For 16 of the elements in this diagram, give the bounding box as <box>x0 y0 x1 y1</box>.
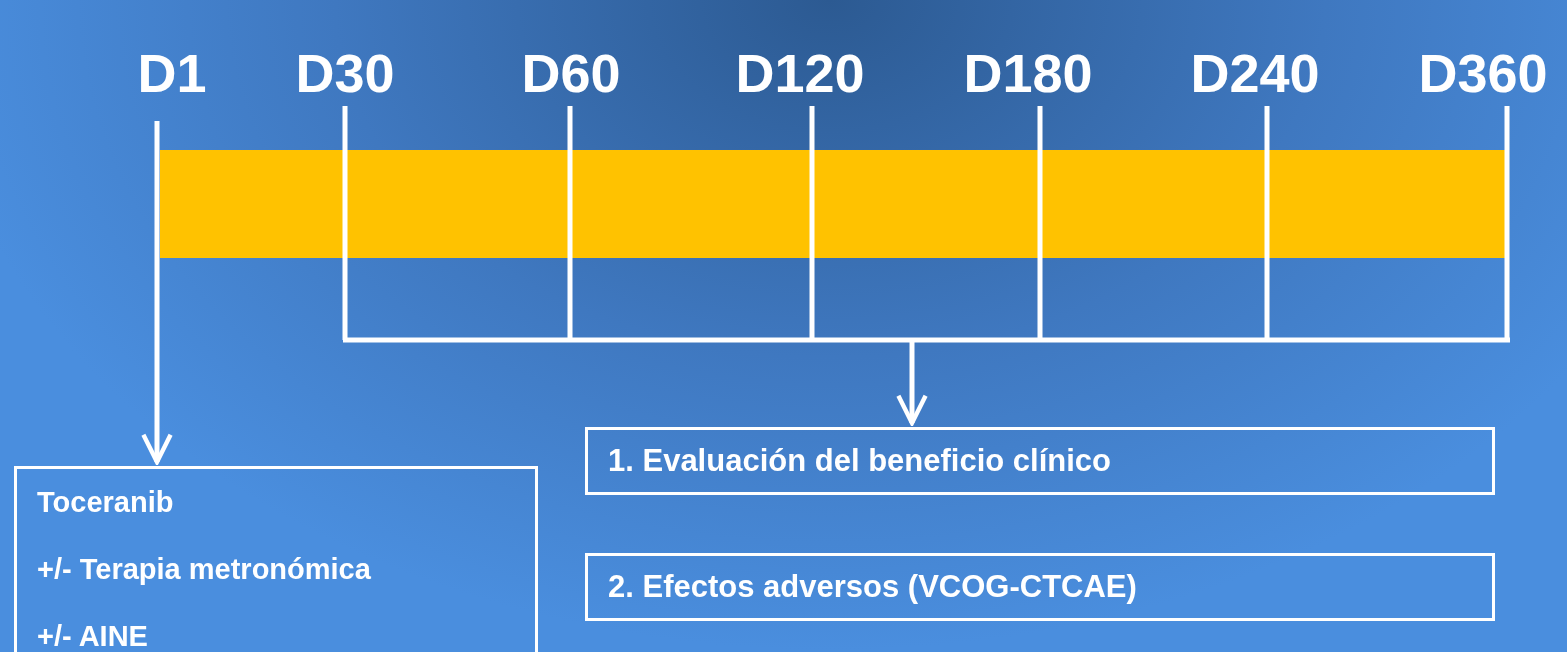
outcome-box <box>585 427 1495 495</box>
box-text: +/- Terapia metronómica <box>37 552 372 586</box>
box-text: Toceranib <box>37 485 175 519</box>
day-label: D30 <box>295 46 395 100</box>
arrow <box>141 121 173 465</box>
day-label: D1 <box>137 46 207 100</box>
day-label: D240 <box>1190 46 1320 100</box>
day-label: D60 <box>521 46 621 100</box>
box-text: +/- AINE <box>37 619 149 652</box>
box-text: 1. Evaluación del beneficio clínico <box>608 444 1113 478</box>
box-text: 2. Efectos adversos (VCOG-CTCAE) <box>608 570 1138 604</box>
day-label: D360 <box>1418 46 1548 100</box>
day-label: D120 <box>735 46 865 100</box>
day-label: D180 <box>963 46 1093 100</box>
outcome-box <box>585 553 1495 621</box>
treatment-box <box>14 466 538 652</box>
